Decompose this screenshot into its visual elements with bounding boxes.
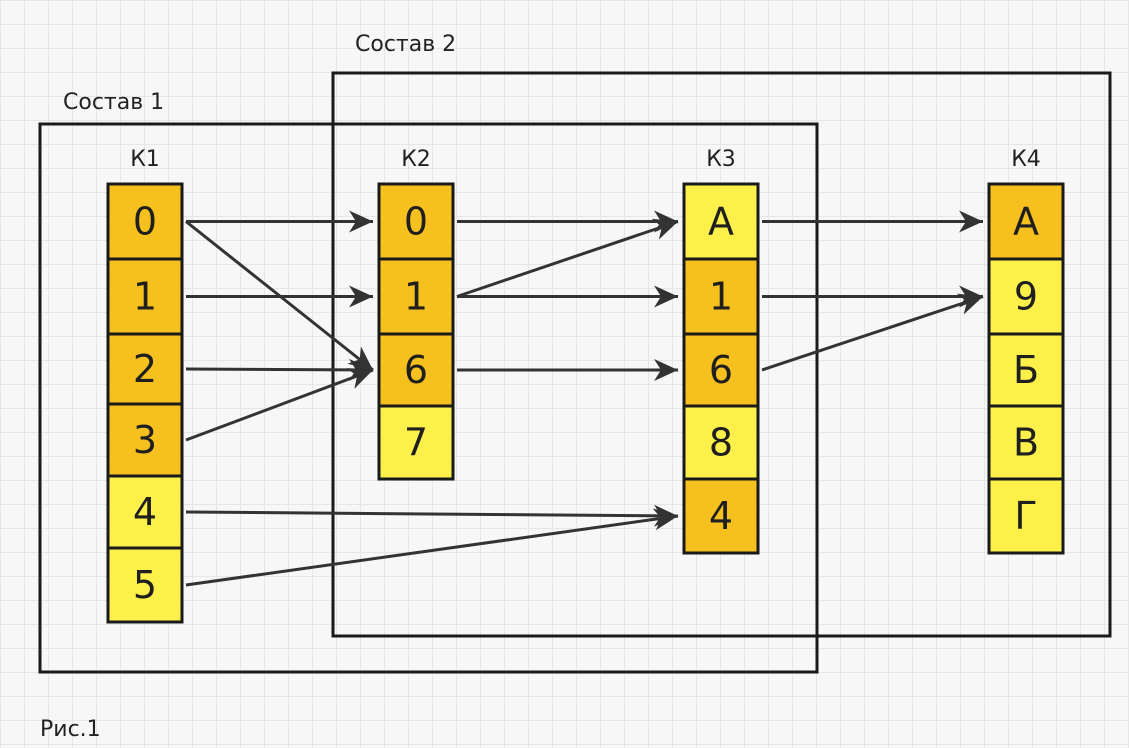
cell-k3-2 xyxy=(682,332,760,408)
column-title-k4: К4 xyxy=(1011,147,1041,172)
cell-value-k4-3: В xyxy=(1013,421,1039,465)
cell-value-k4-1: 9 xyxy=(1014,275,1038,319)
edge-k1-4-to-k3-4 xyxy=(185,510,679,518)
cell-k3-3 xyxy=(682,404,760,481)
arrowhead-6 xyxy=(652,508,678,531)
cell-value-k2-0: 0 xyxy=(404,200,428,244)
group-box-1 xyxy=(38,122,819,674)
arrowhead-10 xyxy=(654,359,678,381)
arrowhead-13 xyxy=(956,293,983,315)
cell-k4-3 xyxy=(987,404,1065,481)
edges-layer xyxy=(185,210,984,587)
cell-k3-1 xyxy=(682,257,760,336)
cell-value-k1-5: 5 xyxy=(133,563,157,607)
cell-k3-4 xyxy=(682,477,760,555)
column-title-k1: К1 xyxy=(130,147,160,172)
cell-k2-1 xyxy=(377,257,455,336)
arrowhead-8 xyxy=(651,218,678,240)
cell-k1-3 xyxy=(106,402,184,478)
cell-k1-1 xyxy=(106,257,184,336)
arrowhead-9 xyxy=(654,285,678,308)
cell-k3-0 xyxy=(682,182,760,261)
column-k1: К1 0 1 2 3 4 5 xyxy=(106,147,184,624)
edge-k1-3-to-k2-2 xyxy=(185,368,374,442)
cell-value-k4-2: Б xyxy=(1013,348,1039,392)
arrowhead-4 xyxy=(346,368,373,389)
group-1-label: Состав 1 xyxy=(63,90,164,115)
cell-value-k4-4: Г xyxy=(1014,494,1037,538)
cell-value-k1-2: 2 xyxy=(133,347,157,391)
group-box-2 xyxy=(331,71,1112,638)
cell-value-k3-3: 8 xyxy=(709,421,733,465)
arrowhead-0 xyxy=(349,210,373,233)
cell-k1-5 xyxy=(106,546,184,624)
group-2-label: Состав 2 xyxy=(355,32,456,57)
edge-k1-5-to-k3-4 xyxy=(185,514,679,587)
cell-value-k1-4: 4 xyxy=(133,490,157,534)
cell-value-k2-3: 7 xyxy=(404,421,428,465)
cell-value-k3-4: 4 xyxy=(709,494,733,538)
arrowhead-2 xyxy=(349,285,373,308)
cell-k2-0 xyxy=(377,182,455,261)
column-title-k3: К3 xyxy=(706,147,736,172)
figure-caption: Рис.1 xyxy=(40,717,101,742)
column-title-k2: К2 xyxy=(401,147,431,172)
cell-value-k3-0: А xyxy=(708,200,734,244)
edge-k2-1-to-k3-0 xyxy=(456,220,679,298)
cell-value-k1-0: 0 xyxy=(133,200,157,244)
cell-value-k3-2: 6 xyxy=(709,348,733,392)
cell-k2-3 xyxy=(377,404,455,481)
arrowhead-11 xyxy=(959,210,983,233)
column-k2: К2 0 1 6 7 xyxy=(377,147,455,481)
cell-value-k1-3: 3 xyxy=(133,418,157,462)
cell-value-k2-2: 6 xyxy=(404,348,428,392)
cell-value-k4-0: А xyxy=(1013,200,1039,244)
cell-value-k1-1: 1 xyxy=(133,275,157,319)
edge-k3-2-to-k4-1 xyxy=(761,295,984,372)
column-k3: К3А 1 6 8 4 xyxy=(682,147,760,555)
cell-value-k3-1: 1 xyxy=(709,275,733,319)
cell-k4-4 xyxy=(987,477,1065,555)
cell-value-k2-1: 1 xyxy=(404,275,428,319)
edge-k1-2-to-k2-2 xyxy=(185,367,374,372)
cell-k1-0 xyxy=(106,182,184,261)
